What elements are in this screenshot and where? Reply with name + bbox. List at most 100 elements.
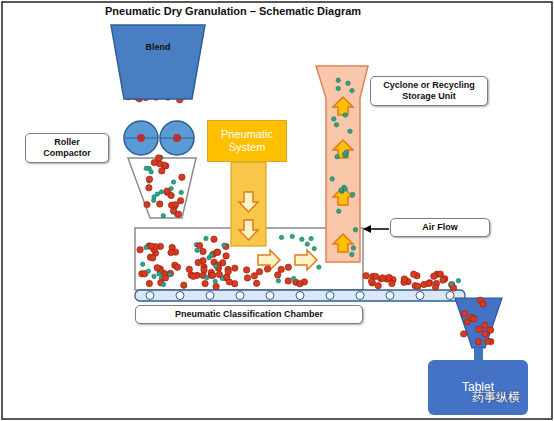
particle [172, 202, 178, 208]
node-text: Air Flow [396, 222, 484, 233]
particle [146, 269, 150, 273]
conveyor-roller [206, 292, 214, 300]
leader-arrow [364, 228, 389, 230]
conveyor-roller [146, 292, 154, 300]
particle [157, 201, 163, 207]
process-box: Tablet [428, 360, 528, 415]
particle [137, 247, 143, 253]
particle [285, 264, 291, 270]
particle [144, 201, 150, 207]
particle [342, 152, 346, 156]
roller-line [124, 138, 158, 139]
particle [292, 276, 296, 280]
particle [353, 228, 357, 232]
particle [171, 180, 175, 184]
callout-box: Cyclone or Recycling Storage Unit [370, 76, 488, 106]
particle [317, 265, 321, 269]
particle [264, 266, 270, 272]
conveyor-roller [266, 292, 274, 300]
particle [350, 192, 354, 196]
particle [144, 166, 148, 170]
particle [225, 269, 231, 275]
conveyor-rollers [146, 292, 454, 300]
particle [426, 280, 432, 286]
particle [195, 259, 201, 265]
particle [305, 242, 309, 246]
particle [148, 243, 154, 249]
particle [485, 338, 491, 344]
particle [141, 262, 145, 266]
particle [312, 246, 316, 250]
particle [476, 326, 482, 332]
particle [337, 209, 341, 213]
particle [334, 123, 338, 127]
particle [375, 283, 381, 289]
particle [175, 211, 181, 217]
particle [411, 271, 417, 277]
particle [161, 214, 165, 218]
particle [339, 188, 343, 192]
conveyor-roller [356, 292, 364, 300]
particle [332, 117, 336, 121]
particle [214, 249, 220, 255]
particle [186, 266, 192, 272]
particle [195, 248, 199, 252]
node-text: Cyclone or Recycling Storage Unit [376, 80, 482, 102]
particle [150, 255, 156, 261]
particle [253, 280, 259, 286]
particle [209, 253, 213, 257]
particle [146, 176, 152, 182]
callout-box: Air Flow [390, 218, 490, 237]
particle [226, 279, 232, 285]
particle [440, 277, 446, 283]
node-text: Pneumatic System [214, 128, 280, 154]
conveyor-roller [446, 292, 454, 300]
particle [154, 265, 160, 271]
particle [290, 234, 294, 238]
particle [456, 279, 460, 283]
particle [232, 265, 238, 271]
particle [450, 282, 454, 286]
particle [244, 275, 250, 281]
particle [461, 311, 467, 317]
cyclone-column [316, 66, 368, 262]
particle [336, 86, 340, 90]
conveyor-roller [176, 292, 184, 300]
particle [174, 264, 180, 270]
particle [278, 266, 284, 272]
particle [336, 78, 340, 82]
conveyor-roller [296, 292, 304, 300]
particle [159, 168, 165, 174]
particle [202, 280, 208, 286]
particle [214, 249, 220, 255]
particle [204, 236, 208, 240]
particle [243, 267, 249, 273]
particle [179, 174, 185, 180]
particle [380, 275, 386, 281]
particle [276, 279, 280, 283]
particle [151, 159, 157, 165]
particle [214, 264, 218, 268]
particle [482, 331, 488, 337]
pneumatic-cylinder [231, 162, 266, 246]
particle [346, 81, 350, 85]
particle [223, 243, 229, 249]
particles [125, 60, 494, 345]
particle [201, 267, 207, 273]
particle [200, 248, 206, 254]
particle [222, 243, 226, 247]
conveyor-roller [236, 292, 244, 300]
conveyor-roller [386, 292, 394, 300]
node-text: Blend [110, 42, 206, 52]
particle [162, 275, 168, 281]
particle [386, 274, 392, 280]
particle [300, 237, 304, 241]
roller-line [160, 138, 194, 139]
particle [146, 185, 152, 191]
particle [215, 262, 221, 268]
particle [432, 284, 438, 290]
particle [350, 88, 354, 92]
conveyor-roller [326, 292, 334, 300]
particle [179, 190, 183, 194]
particle [461, 331, 467, 337]
